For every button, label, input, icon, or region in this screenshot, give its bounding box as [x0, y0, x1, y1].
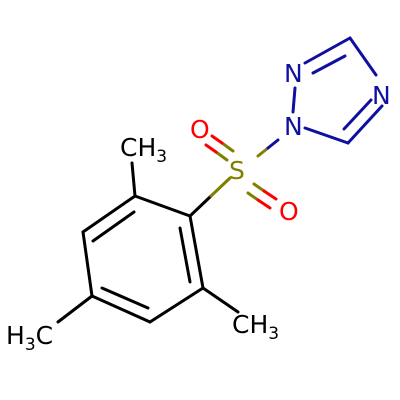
methyl-bond-left — [56, 294, 94, 324]
s-n-bond — [256, 146, 270, 158]
sulfur-atom: S — [229, 156, 245, 185]
benzene-ring — [81, 194, 205, 324]
ring-bond — [148, 286, 205, 324]
ring-bond — [81, 194, 137, 234]
s-o-double-bond-top — [204, 134, 235, 162]
ring-bond — [133, 194, 192, 218]
nitrogen-atom-n2: N — [284, 59, 303, 88]
ring-bond — [90, 294, 152, 324]
ring-bond — [188, 214, 205, 290]
methyl-bond-right — [201, 286, 240, 314]
oxygen-atom-bottom: O — [279, 197, 299, 226]
s-n-bond-n-half — [266, 138, 280, 150]
methyl-bond-top — [130, 161, 137, 198]
nitrogen-atom-n1: N — [284, 112, 303, 141]
ring-bond-inner — [91, 210, 136, 243]
c-s-bond-s-half — [209, 176, 232, 198]
ring-bond-inner — [100, 286, 150, 310]
oxygen-atom-top: O — [190, 115, 210, 144]
methyl-label-top: CH3 — [120, 133, 167, 167]
nitrogen-atom-n4: N — [372, 81, 391, 110]
methyl-label-left: H3C — [6, 321, 53, 355]
ring-bond-inner — [178, 226, 192, 284]
ring-bond — [81, 230, 94, 298]
s-o-double-bond-bottom — [246, 182, 278, 210]
methyl-label-right: CH3 — [232, 310, 279, 344]
c-s-bond — [188, 194, 213, 218]
triazole-ring — [291, 36, 384, 145]
